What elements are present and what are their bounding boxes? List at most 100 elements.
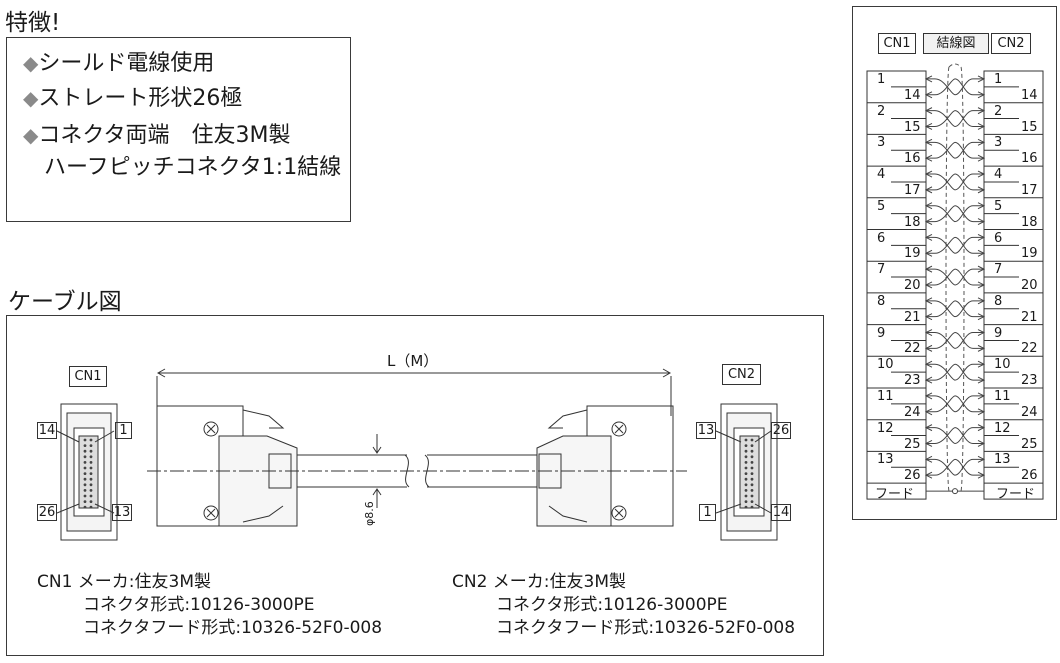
- wire-line: [977, 138, 986, 146]
- connector-pin-dots: [83, 438, 754, 509]
- cn1-pin-label-1: 1: [115, 422, 132, 439]
- diameter-label: φ8.6: [363, 501, 376, 526]
- pin-dot: [750, 461, 754, 464]
- wire-line: [977, 218, 986, 226]
- cn2-pin-number: 18: [1021, 214, 1038, 230]
- wire-line: [924, 91, 933, 99]
- wire-line: [926, 300, 984, 318]
- pin-dot: [83, 483, 87, 487]
- cn2-pin-number: 19: [1021, 246, 1038, 262]
- wire-line: [924, 471, 933, 479]
- wire-line: [924, 249, 933, 257]
- wire-line: [924, 392, 933, 400]
- wire-line: [924, 218, 933, 226]
- pin-dot: [744, 438, 748, 442]
- features-box: ◆シールド電線使用 ◆ストレート形状26極 ◆コネクタ両端 住友3M製 ハーフピ…: [6, 37, 351, 222]
- pin-dot: [750, 477, 754, 481]
- cn2-pin-label-1: 1: [699, 504, 716, 521]
- cable-diagram-box: CN1 CN2 14 1 26 13 13 26 1 14 L（M）: [6, 315, 824, 656]
- wire-line: [924, 376, 933, 384]
- wire-line: [977, 249, 986, 257]
- wire-line: [926, 110, 984, 127]
- pin-dot: [750, 466, 754, 470]
- cn1-pin-number: 1: [877, 72, 886, 87]
- diamond-bullet-icon: ◆: [23, 51, 39, 75]
- wire-line: [977, 202, 986, 210]
- pin-dot: [89, 494, 93, 498]
- wire-line: [926, 78, 984, 96]
- pin-dot: [89, 466, 93, 470]
- wire-line: [977, 471, 986, 479]
- pin-dot: [750, 494, 754, 498]
- cn1-spec-connector: コネクタ形式:10126-3000PE: [83, 595, 315, 615]
- pin-dot: [89, 500, 93, 503]
- cn2-pin-number: 8: [994, 293, 1003, 309]
- cn1-pin-number: 25: [904, 436, 921, 452]
- pin-dot: [750, 505, 754, 509]
- pin-dot: [89, 477, 93, 481]
- wire-line: [977, 75, 986, 83]
- cn1-hood-label: フード: [875, 487, 915, 503]
- wire-line: [924, 265, 933, 273]
- cn2-pin-number: 3: [994, 135, 1003, 151]
- wire-line: [926, 268, 984, 286]
- wire-line: [924, 455, 933, 463]
- pin-dot: [89, 461, 93, 464]
- wire-line: [926, 141, 984, 159]
- pin-dot: [744, 449, 748, 453]
- cn1-pin-number: 24: [904, 404, 921, 420]
- pin-dot: [744, 466, 748, 470]
- wire-line: [926, 363, 984, 381]
- cn2-pin-number: 4: [994, 167, 1003, 183]
- wire-line: [926, 427, 984, 444]
- wiring-lines: [866, 63, 1044, 500]
- pin-dot: [750, 489, 754, 492]
- feature-item-2: ◆ストレート形状26極: [23, 86, 243, 111]
- cn2-spec-title: CN2 メーカ:住友3M製: [452, 572, 627, 592]
- wire-line: [924, 154, 933, 162]
- cn2-pin-number: 7: [994, 262, 1003, 278]
- cn1-pin-number: 9: [877, 325, 886, 341]
- wire-line: [977, 186, 986, 194]
- diamond-bullet-icon: ◆: [23, 123, 39, 147]
- features-heading: 特徴!: [5, 10, 61, 36]
- feature-item-3: ◆コネクタ両端 住友3M製: [23, 123, 291, 148]
- cn1-spec-hood: コネクタフード形式:10326-52F0-008: [83, 618, 383, 638]
- cn1-pin-number: 8: [877, 293, 886, 309]
- pin-dot: [744, 500, 748, 503]
- cn2-pin-number: 21: [1021, 309, 1038, 325]
- cn2-pin-number: 10: [994, 357, 1011, 373]
- wire-line: [924, 424, 933, 432]
- cn1-pin-number: 4: [877, 167, 886, 183]
- pin-dot: [83, 438, 87, 442]
- wire-line: [926, 332, 984, 349]
- cn2-pin-number: 13: [994, 452, 1011, 468]
- pin-dot: [744, 472, 748, 475]
- cn2-pin-number: 2: [994, 103, 1003, 119]
- cn2-pin-number: 6: [994, 230, 1003, 246]
- cn1-pin-number: 18: [904, 214, 921, 230]
- cn2-pin-number: 11: [994, 389, 1011, 404]
- wire-line: [977, 297, 986, 305]
- wire-line: [926, 300, 984, 318]
- pin-dot: [744, 477, 748, 481]
- pin-dot: [83, 477, 87, 481]
- cn2-pin-number: 17: [1021, 182, 1038, 198]
- wire-line: [926, 173, 984, 191]
- wire-line: [924, 233, 933, 241]
- cn2-pin-number: 9: [994, 325, 1003, 341]
- wire-line: [926, 458, 984, 476]
- pin-dot: [744, 489, 748, 492]
- wire-line: [924, 313, 933, 321]
- cn1-pin-number: 2: [877, 103, 886, 119]
- pin-dot: [744, 483, 748, 487]
- cn2-tag: CN2: [722, 364, 761, 385]
- pin-dot: [89, 438, 93, 442]
- wiring-header-cn1: CN1: [878, 33, 916, 54]
- cn1-pin-number: 15: [904, 119, 921, 135]
- wire-line: [926, 363, 984, 381]
- wire-line: [924, 329, 933, 336]
- pin-dot: [750, 449, 754, 453]
